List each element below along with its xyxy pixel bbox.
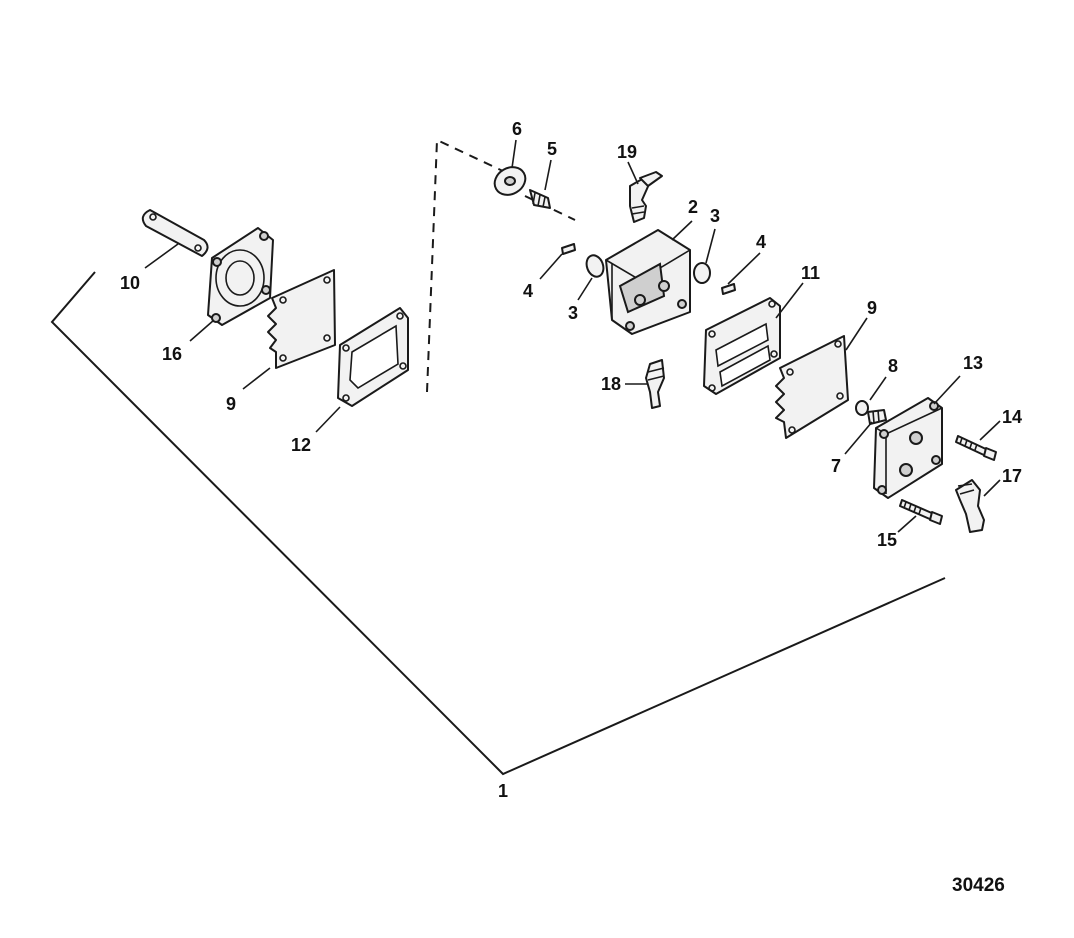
diaphragm-part-9-left [267, 269, 336, 369]
screw-part-15 [899, 499, 943, 525]
callout-18: 18 [601, 374, 621, 394]
callout-4-right: 4 [756, 232, 766, 252]
callout-2: 2 [688, 197, 698, 217]
callout-4-left: 4 [523, 281, 533, 301]
callout-8: 8 [888, 356, 898, 376]
callout-15: 15 [877, 530, 897, 550]
pin-part-4-left [561, 243, 576, 255]
callout-3-left: 3 [568, 303, 578, 323]
disc-part-3-right [693, 262, 711, 284]
callout-10: 10 [120, 273, 140, 293]
callout-12: 12 [291, 435, 311, 455]
alignment-dashed-line [426, 138, 576, 393]
callout-7: 7 [831, 456, 841, 476]
leader-lines [144, 139, 1001, 533]
valve-disc-part-6 [493, 166, 527, 196]
callout-14: 14 [1002, 407, 1022, 427]
elbow-fitting-part-19 [629, 171, 663, 223]
callout-1: 1 [498, 781, 508, 801]
pin-part-4-right [721, 283, 736, 295]
washer-part-8 [855, 400, 869, 416]
callout-11: 11 [801, 263, 820, 283]
callout-13: 13 [963, 353, 983, 373]
callout-16: 16 [162, 344, 182, 364]
pump-body-part-2 [605, 229, 691, 335]
callout-19: 19 [617, 142, 637, 162]
callout-9-left: 9 [226, 394, 236, 414]
spring-part-5 [529, 189, 551, 209]
fitting-part-18 [645, 359, 665, 409]
callout-17: 17 [1002, 466, 1022, 486]
end-plate-part-16 [207, 227, 274, 326]
o-ring-part-3-left [585, 254, 605, 278]
screw-part-14 [955, 435, 997, 461]
gasket-part-11 [703, 297, 781, 395]
link-arm-part-10 [141, 209, 209, 257]
callout-labels: 1 2 3 3 4 4 5 6 7 8 9 9 10 11 12 13 14 1… [120, 119, 1022, 801]
figure-number: 30426 [952, 875, 1005, 896]
callout-3-right: 3 [710, 206, 720, 226]
elbow-part-17 [955, 479, 985, 533]
assembly-bracket-1 [50, 271, 946, 776]
diaphragm-part-9-right [775, 335, 849, 439]
cover-part-13 [873, 397, 943, 499]
callout-9-right: 9 [867, 298, 877, 318]
spring-part-7 [867, 409, 887, 425]
callout-5: 5 [547, 139, 557, 159]
callout-6: 6 [512, 119, 522, 139]
gasket-part-12 [337, 307, 409, 407]
